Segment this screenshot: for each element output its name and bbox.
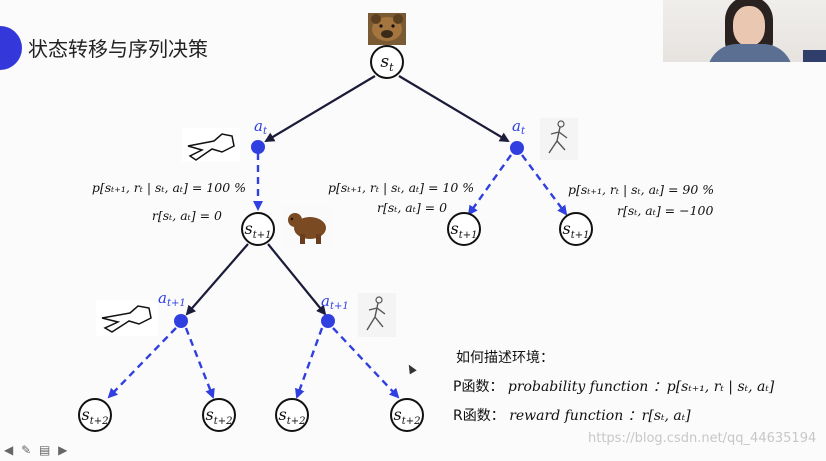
state-node-leaf4: st+2: [390, 398, 424, 432]
r-function-english: reward function: [509, 408, 624, 424]
transition-ll-to-leaf1: [107, 327, 177, 399]
edge-root-to-action-right: [398, 75, 510, 143]
annotation-middle-probability: p[sₜ₊₁, rₜ | sₜ, aₜ] = 10 %: [328, 180, 474, 195]
r-function-formula: ：r[sₜ, aₜ]: [627, 408, 691, 424]
edge-mid-to-action-left: [185, 243, 249, 316]
state-node-leaf1: st+2: [78, 398, 112, 432]
svg-text:st+2: st+2: [82, 405, 109, 427]
state-node-root: st: [370, 45, 404, 79]
svg-text:at+1: at+1: [158, 289, 186, 309]
p-function-line: P函数： probability function ：p[sₜ₊₁, rₜ | …: [453, 376, 774, 396]
lying-person-sketch-icon: [182, 128, 240, 162]
svg-text:st+1: st+1: [245, 219, 272, 241]
background-shelf: [803, 50, 826, 62]
action-node-left: at: [251, 117, 268, 154]
svg-text:st+2: st+2: [279, 405, 306, 427]
action-node-lr: at+1: [321, 292, 349, 328]
annotation-right-probability: p[sₜ₊₁, rₜ | sₜ, aₜ] = 90 %: [568, 182, 714, 197]
annotation-left-probability: p[sₜ₊₁, rₜ | sₜ, aₜ] = 100 %: [92, 180, 246, 195]
state-node-r1: st+1: [447, 212, 481, 246]
edge-mid-to-action-right: [267, 243, 327, 316]
presenter-body: [707, 44, 793, 62]
transition-right-to-r2: [521, 154, 568, 216]
svg-text:st+1: st+1: [563, 219, 590, 241]
state-node-leaf2: st+2: [202, 398, 236, 432]
webcam-feed: [663, 0, 826, 62]
svg-text:at: at: [512, 117, 526, 137]
edge-root-to-action-left: [264, 75, 376, 143]
svg-text:at+1: at+1: [321, 292, 349, 312]
running-person-sketch-icon: [540, 118, 578, 160]
state-node-mid: st+1: [241, 212, 275, 246]
r-function-line: R函数： reward function ：r[sₜ, aₜ]: [453, 405, 691, 425]
slide-title-bar: 状态转移与序列决策: [0, 26, 250, 70]
transition-lr-to-leaf3: [295, 327, 324, 399]
svg-text:st+2: st+2: [394, 405, 421, 427]
slide-title: 状态转移与序列决策: [28, 37, 208, 61]
state-node-r2: st+1: [559, 212, 593, 246]
transition-lr-to-leaf4: [332, 327, 400, 399]
p-function-formula: ：p[sₜ₊₁, rₜ | sₜ, aₜ]: [652, 379, 775, 395]
bear-face-image: [368, 13, 406, 45]
transition-right-to-r1: [467, 154, 512, 216]
lying-person-sketch-icon: [96, 300, 158, 336]
bear-image: [282, 205, 332, 249]
running-person-sketch-icon: [358, 293, 396, 337]
title-bullet: [0, 26, 22, 70]
r-function-label: R函数：: [453, 408, 505, 424]
svg-text:st: st: [380, 52, 394, 74]
menu-icon[interactable]: ▤: [38, 443, 53, 457]
description-heading: 如何描述环境：: [456, 350, 554, 366]
action-node-ll: at+1: [158, 289, 188, 328]
svg-text:st+2: st+2: [206, 405, 233, 427]
transition-ll-to-leaf2: [184, 327, 215, 399]
p-function-label: P函数：: [453, 379, 504, 395]
svg-text:at: at: [254, 117, 268, 137]
annotation-left-reward: r[sₜ, aₜ] = 0: [152, 208, 222, 223]
slide-toolbar: ◀ ✎ ▤ ▶: [4, 443, 69, 457]
p-function-english: probability function: [507, 379, 649, 395]
pen-icon[interactable]: ✎: [21, 443, 34, 457]
prev-arrow-icon[interactable]: ◀: [4, 443, 16, 457]
annotation-middle-reward: r[sₜ, aₜ] = 0: [377, 200, 447, 215]
presenter-face: [733, 6, 765, 46]
annotation-right-reward: r[sₜ, aₜ] = −100: [617, 203, 714, 218]
action-node-right: at: [510, 117, 526, 155]
svg-text:st+1: st+1: [451, 219, 478, 241]
next-arrow-icon[interactable]: ▶: [58, 443, 70, 457]
state-node-leaf3: st+2: [275, 398, 309, 432]
watermark: https://blog.csdn.net/qq_44635194: [588, 431, 817, 446]
